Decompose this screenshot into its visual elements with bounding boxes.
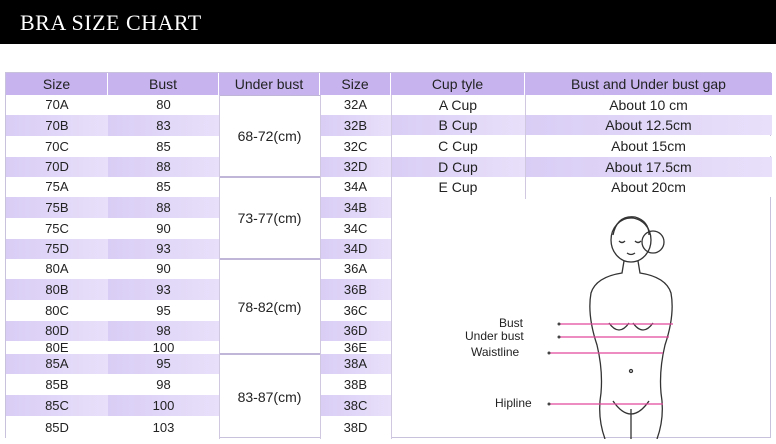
header-bar: BRA SIZE CHART [0,0,776,44]
bust-cell: 85 [108,177,219,197]
page-title: BRA SIZE CHART [20,10,202,35]
bust-cell: 88 [108,197,219,218]
woman-figure-icon [547,216,673,440]
size-cell: 80A [6,259,108,279]
size-cell: 80D [6,321,108,341]
size-alt-cell: 32A [320,95,391,115]
header-size: Size [6,73,108,95]
bust-cell: 95 [108,300,219,321]
bust-cell: 90 [108,259,219,279]
size-alt-cell: 32C [320,136,391,157]
gap-cell: About 10 cm [525,95,772,115]
header-size-2: Size [320,73,391,95]
under-bust-group: 68-72(cm) [219,95,320,177]
size-cell: 85C [6,395,108,416]
waistline-label: Waistline [471,345,520,359]
size-cell: 75D [6,239,108,259]
gap-cell: About 12.5cm [525,115,772,135]
size-chart-table: Size Bust Under bust Size Cup tyle Bust … [5,72,772,440]
bust-cell: 90 [108,218,219,239]
size-alt-cell: 38D [320,416,391,439]
bust-cell: 83 [108,115,219,136]
size-alt-cell: 32D [320,157,391,177]
bust-cell: 100 [108,341,219,354]
size-alt-cell: 38A [320,354,391,374]
size-alt-cell: 36D [320,321,391,341]
size-alt-cell: 36B [320,279,391,300]
size-alt-cell: 34B [320,197,391,218]
size-alt-cell: 34C [320,218,391,239]
under-bust-group: 78-82(cm) [219,259,320,354]
size-cell: 70B [6,115,108,136]
header-under-bust: Under bust [219,73,320,95]
size-cell: 80E [6,341,108,354]
body-measurement-illustration: Bust Under bust Waistline Hipline [391,195,772,440]
size-cell: 80B [6,279,108,300]
under-bust-group: 83-87(cm) [219,354,320,439]
hipline-label: Hipline [495,396,532,410]
bust-cell: 98 [108,321,219,341]
size-alt-cell: 34A [320,177,391,197]
size-alt-cell: 36E [320,341,391,354]
size-cell: 75A [6,177,108,197]
size-cell: 70D [6,157,108,177]
cup-type-cell: E Cup [391,177,525,197]
size-alt-cell: 38C [320,395,391,416]
under-bust-group: 73-77(cm) [219,177,320,259]
bust-cell: 88 [108,157,219,177]
size-cell: 70C [6,136,108,157]
header-bust: Bust [108,73,219,95]
size-cell: 80C [6,300,108,321]
bust-cell: 95 [108,354,219,374]
header-gap: Bust and Under bust gap [525,73,772,95]
under-bust-label: Under bust [465,329,524,343]
gap-cell: About 15cm [525,136,772,156]
size-cell: 85B [6,374,108,395]
header-cup-type: Cup tyle [391,73,525,95]
bust-cell: 93 [108,279,219,300]
cup-type-cell: A Cup [391,95,525,115]
size-cell: 85D [6,416,108,439]
cup-type-cell: C Cup [391,136,525,156]
gap-cell: About 17.5cm [525,157,772,177]
bust-cell: 103 [108,416,219,439]
size-alt-cell: 34D [320,239,391,259]
size-cell: 75C [6,218,108,239]
size-alt-cell: 38B [320,374,391,395]
bust-cell: 93 [108,239,219,259]
size-cell: 70A [6,95,108,115]
size-alt-cell: 36C [320,300,391,321]
cup-type-cell: D Cup [391,157,525,177]
gap-cell: About 20cm [525,177,772,197]
bust-cell: 80 [108,95,219,115]
bust-cell: 100 [108,395,219,416]
bust-label: Bust [499,316,524,330]
bust-cell: 85 [108,136,219,157]
size-cell: 75B [6,197,108,218]
bust-cell: 98 [108,374,219,395]
size-cell: 85A [6,354,108,374]
size-alt-cell: 32B [320,115,391,136]
size-alt-cell: 36A [320,259,391,279]
cup-type-cell: B Cup [391,115,525,135]
